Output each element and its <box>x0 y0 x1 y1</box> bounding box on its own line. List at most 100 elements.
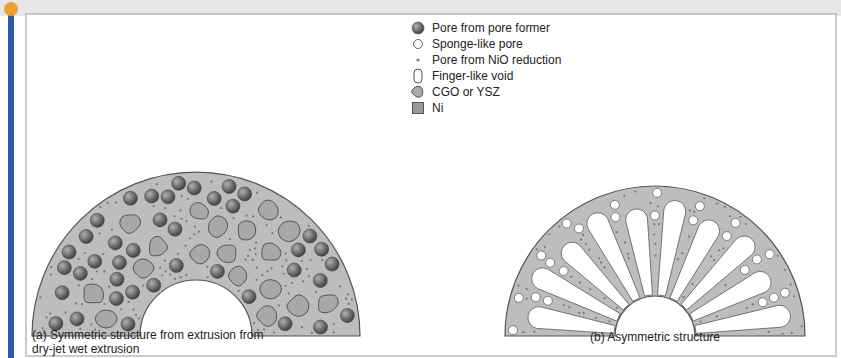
nio-pore <box>165 270 167 272</box>
nio-pore <box>39 296 41 298</box>
panel-frame <box>26 14 836 356</box>
nio-pore <box>103 270 105 272</box>
nio-pore <box>345 298 347 300</box>
nio-pore <box>245 214 247 216</box>
pore-former-pore <box>207 192 221 206</box>
nio-pore <box>138 317 140 319</box>
ceramic-grain <box>190 245 210 264</box>
nio-pore <box>745 223 747 225</box>
pore-former-pore <box>126 243 140 257</box>
pore-former-pore <box>110 272 124 286</box>
ceramic-grain <box>258 200 278 220</box>
nio-pore <box>78 284 80 286</box>
nio-pore <box>96 270 98 272</box>
legend-item: Finger-like void <box>410 68 518 84</box>
nio-pore <box>281 265 283 267</box>
nio-pore <box>793 295 795 297</box>
sponge-pore <box>758 298 767 307</box>
pore-former-pore <box>73 266 87 280</box>
legend-item: Sponge-like pore <box>410 36 527 52</box>
ceramic-grain <box>133 259 154 278</box>
nio-pore <box>98 232 100 234</box>
nio-pore <box>244 259 246 261</box>
bullet-dot <box>4 2 18 16</box>
nio-pore <box>270 267 272 269</box>
nio-pore <box>153 205 155 207</box>
nio-pore <box>608 320 610 322</box>
nio-pore <box>682 296 684 298</box>
legend-symbol <box>410 84 426 100</box>
nio-pore <box>174 278 176 280</box>
nio-pore <box>689 209 691 211</box>
nio-pore <box>790 283 792 285</box>
pore-former-pore <box>242 290 256 304</box>
legend-symbol <box>410 52 426 68</box>
pore-former-pore <box>123 191 137 205</box>
sponge-pore <box>653 188 662 197</box>
pore-former-pore <box>88 254 102 268</box>
nio-pore <box>739 216 741 218</box>
nio-pore <box>291 282 293 284</box>
nio-pore <box>159 267 161 269</box>
nio-pore <box>108 286 110 288</box>
nio-pore <box>164 207 166 209</box>
nio-pore <box>128 301 130 303</box>
nio-pore <box>306 268 308 270</box>
nio-pore <box>253 322 255 324</box>
nio-pore <box>570 276 572 278</box>
nio-pore <box>800 325 802 327</box>
nio-pore <box>233 217 235 219</box>
nio-pore <box>582 234 584 236</box>
nio-pore <box>616 307 618 309</box>
nio-pore <box>91 278 93 280</box>
sponge-pore <box>780 288 789 297</box>
nio-pore <box>688 235 690 237</box>
nio-pore <box>229 238 231 240</box>
nio-pore <box>273 331 275 333</box>
nio-pore <box>49 312 51 314</box>
nio-pore <box>653 223 655 225</box>
pore-former-pore <box>126 285 140 299</box>
pore-former-pore <box>222 179 236 193</box>
nio-pore <box>600 261 602 263</box>
pore-former-pore <box>55 286 69 300</box>
nio-pore <box>120 308 122 310</box>
nio-pore <box>681 252 683 254</box>
nio-pore <box>255 242 257 244</box>
nio-pore <box>206 276 208 278</box>
legend-symbol <box>410 20 426 36</box>
nio-pore <box>767 331 769 333</box>
pore-former-pore <box>172 176 186 190</box>
nio-pore <box>194 225 196 227</box>
ceramic-grain <box>278 221 300 242</box>
nio-pore <box>718 249 720 251</box>
sponge-pore <box>752 255 761 264</box>
pore-former-pore <box>278 317 292 331</box>
pore-former-pore <box>313 320 327 334</box>
ceramic-grain <box>120 215 141 234</box>
sponge-pore <box>740 265 749 274</box>
nio-pore <box>156 183 158 185</box>
nio-pore <box>283 273 285 275</box>
nio-pore <box>169 273 171 275</box>
nio-pore <box>700 320 702 322</box>
sponge-pore <box>765 250 774 259</box>
nio-pore <box>724 206 726 208</box>
nio-pore <box>604 297 606 299</box>
nio-pore <box>256 266 258 268</box>
nio-pore <box>77 258 79 260</box>
nio-pore <box>544 246 546 248</box>
nio-pore <box>347 293 349 295</box>
pore-former-pore <box>238 187 252 201</box>
nio-pore <box>533 331 535 333</box>
nio-pore <box>658 223 660 225</box>
sponge-pore <box>731 218 740 227</box>
legend-swatch <box>412 102 424 114</box>
nio-pore <box>653 233 655 235</box>
nio-pore <box>185 274 187 276</box>
nio-pore <box>301 326 303 328</box>
pore-former-pore <box>287 263 301 277</box>
pore-former-pore <box>340 309 354 323</box>
nio-pore <box>64 311 66 313</box>
caption: (a) Symmetric structure from extrusion f… <box>32 328 282 356</box>
